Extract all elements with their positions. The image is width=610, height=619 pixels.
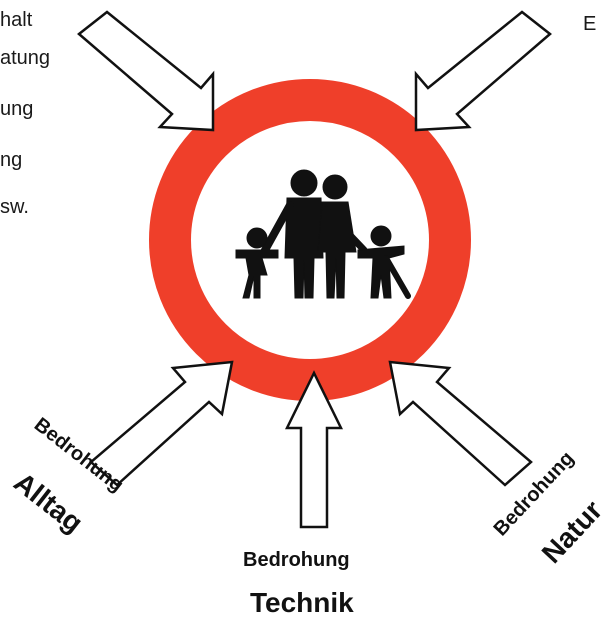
left-text-line-5: sw. <box>0 196 29 218</box>
label-alltag-name: Alltag <box>8 466 88 538</box>
left-text-line-4: ng <box>0 149 23 171</box>
left-text-line-1: halt <box>0 9 33 31</box>
right-text-line-1: E <box>583 13 597 35</box>
label-technik-name: Technik <box>250 587 354 618</box>
left-text-line-2: atung <box>0 47 51 69</box>
arrow-top-right-icon <box>414 10 552 132</box>
arrow-bottom-center-icon <box>284 370 344 529</box>
arrow-bottom-right-icon <box>388 360 533 487</box>
arrow-bottom-left-icon <box>89 360 234 487</box>
arrow-top-left-icon <box>77 10 215 132</box>
family-icon <box>235 169 411 299</box>
left-text-line-3: ung <box>0 98 34 120</box>
label-technik-threat: Bedrohung <box>243 549 350 571</box>
label-natur-name: Natur <box>536 494 609 569</box>
